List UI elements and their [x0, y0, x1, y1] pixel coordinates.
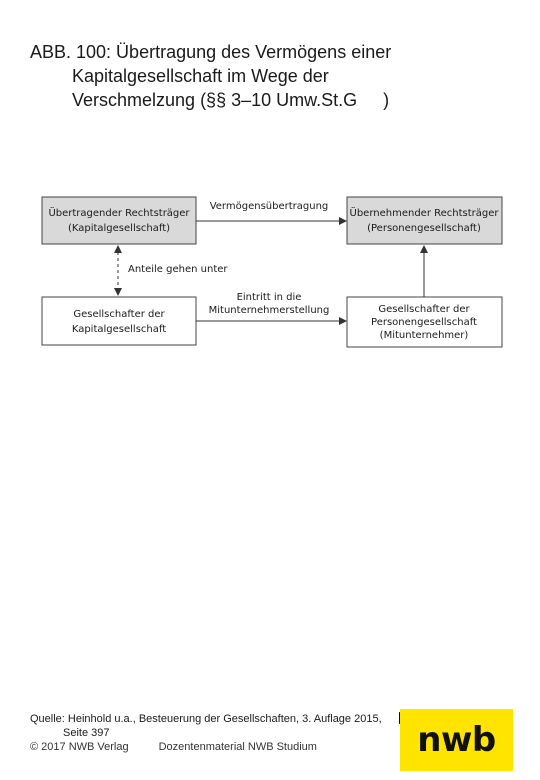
box-transferring-entity-line1: Übertragender Rechtsträger — [48, 206, 190, 219]
box-transferring-entity-line2: (Kapitalgesellschaft) — [68, 223, 170, 234]
box-partnership-shareholders-line1: Gesellschafter der — [378, 304, 470, 315]
box-receiving-entity-line1: Übernehmender Rechtsträger — [350, 206, 500, 219]
title-line-3: Verschmelzung (§§ 3–10 Umw.St.G) — [30, 88, 510, 112]
box-corporation-shareholders: Gesellschafter der Kapitalgesellschaft — [41, 296, 197, 346]
title-line-3-paren: ) — [383, 90, 390, 110]
nwb-logo-text: nwb — [417, 720, 496, 760]
figure-title: ABB. 100: Übertragung des Vermögens eine… — [30, 40, 510, 112]
box-corporation-shareholders-line2: Kapitalgesellschaft — [72, 324, 166, 335]
footer-copyright: © 2017 NWB Verlag — [30, 741, 129, 753]
edge-label-asset-transfer: Vermögensübertragung — [210, 201, 329, 212]
edge-label-entry-line1: Eintritt in die — [237, 292, 302, 303]
edge-label-shares-lapse: Anteile gehen unter — [128, 264, 228, 275]
box-partnership-shareholders-line2: Personengesellschaft — [371, 317, 477, 328]
edge-label-entry-line2: Mitunternehmerstellung — [209, 305, 330, 316]
box-receiving-entity-line2: (Personengesellschaft) — [367, 223, 481, 234]
arrow-shares-lapse: Anteile gehen unter — [114, 245, 228, 296]
box-partnership-shareholders: Gesellschafter der Personengesellschaft … — [346, 296, 503, 348]
box-receiving-entity: Übernehmender Rechtsträger (Personengese… — [346, 196, 503, 245]
box-transferring-entity: Übertragender Rechtsträger (Kapitalgesel… — [41, 196, 197, 245]
title-line-1: ABB. 100: Übertragung des Vermögens eine… — [30, 42, 392, 62]
footer-course: Dozentenmaterial NWB Studium — [158, 741, 317, 753]
source-line-1: Quelle: Heinhold u.a., Besteuerung der G… — [30, 713, 382, 725]
title-line-2: Kapitalgesellschaft im Wege der — [72, 66, 329, 86]
title-line-3-main: Verschmelzung (§§ 3–10 Umw.St.G — [72, 90, 358, 110]
arrow-asset-transfer: Vermögensübertragung — [196, 201, 347, 225]
nwb-logo: nwb — [400, 709, 513, 771]
source-note: Quelle: Heinhold u.a., Besteuerung der G… — [30, 712, 382, 740]
source-line-2: Seite 397 — [63, 727, 110, 739]
box-corporation-shareholders-line1: Gesellschafter der — [73, 309, 165, 320]
arrow-co-entrepreneur-entry: Eintritt in die Mitunternehmerstellung — [196, 292, 347, 325]
box-partnership-shareholders-line3: (Mitunternehmer) — [380, 330, 469, 341]
footer: © 2017 NWB Verlag Dozentenmaterial NWB St… — [30, 741, 317, 753]
